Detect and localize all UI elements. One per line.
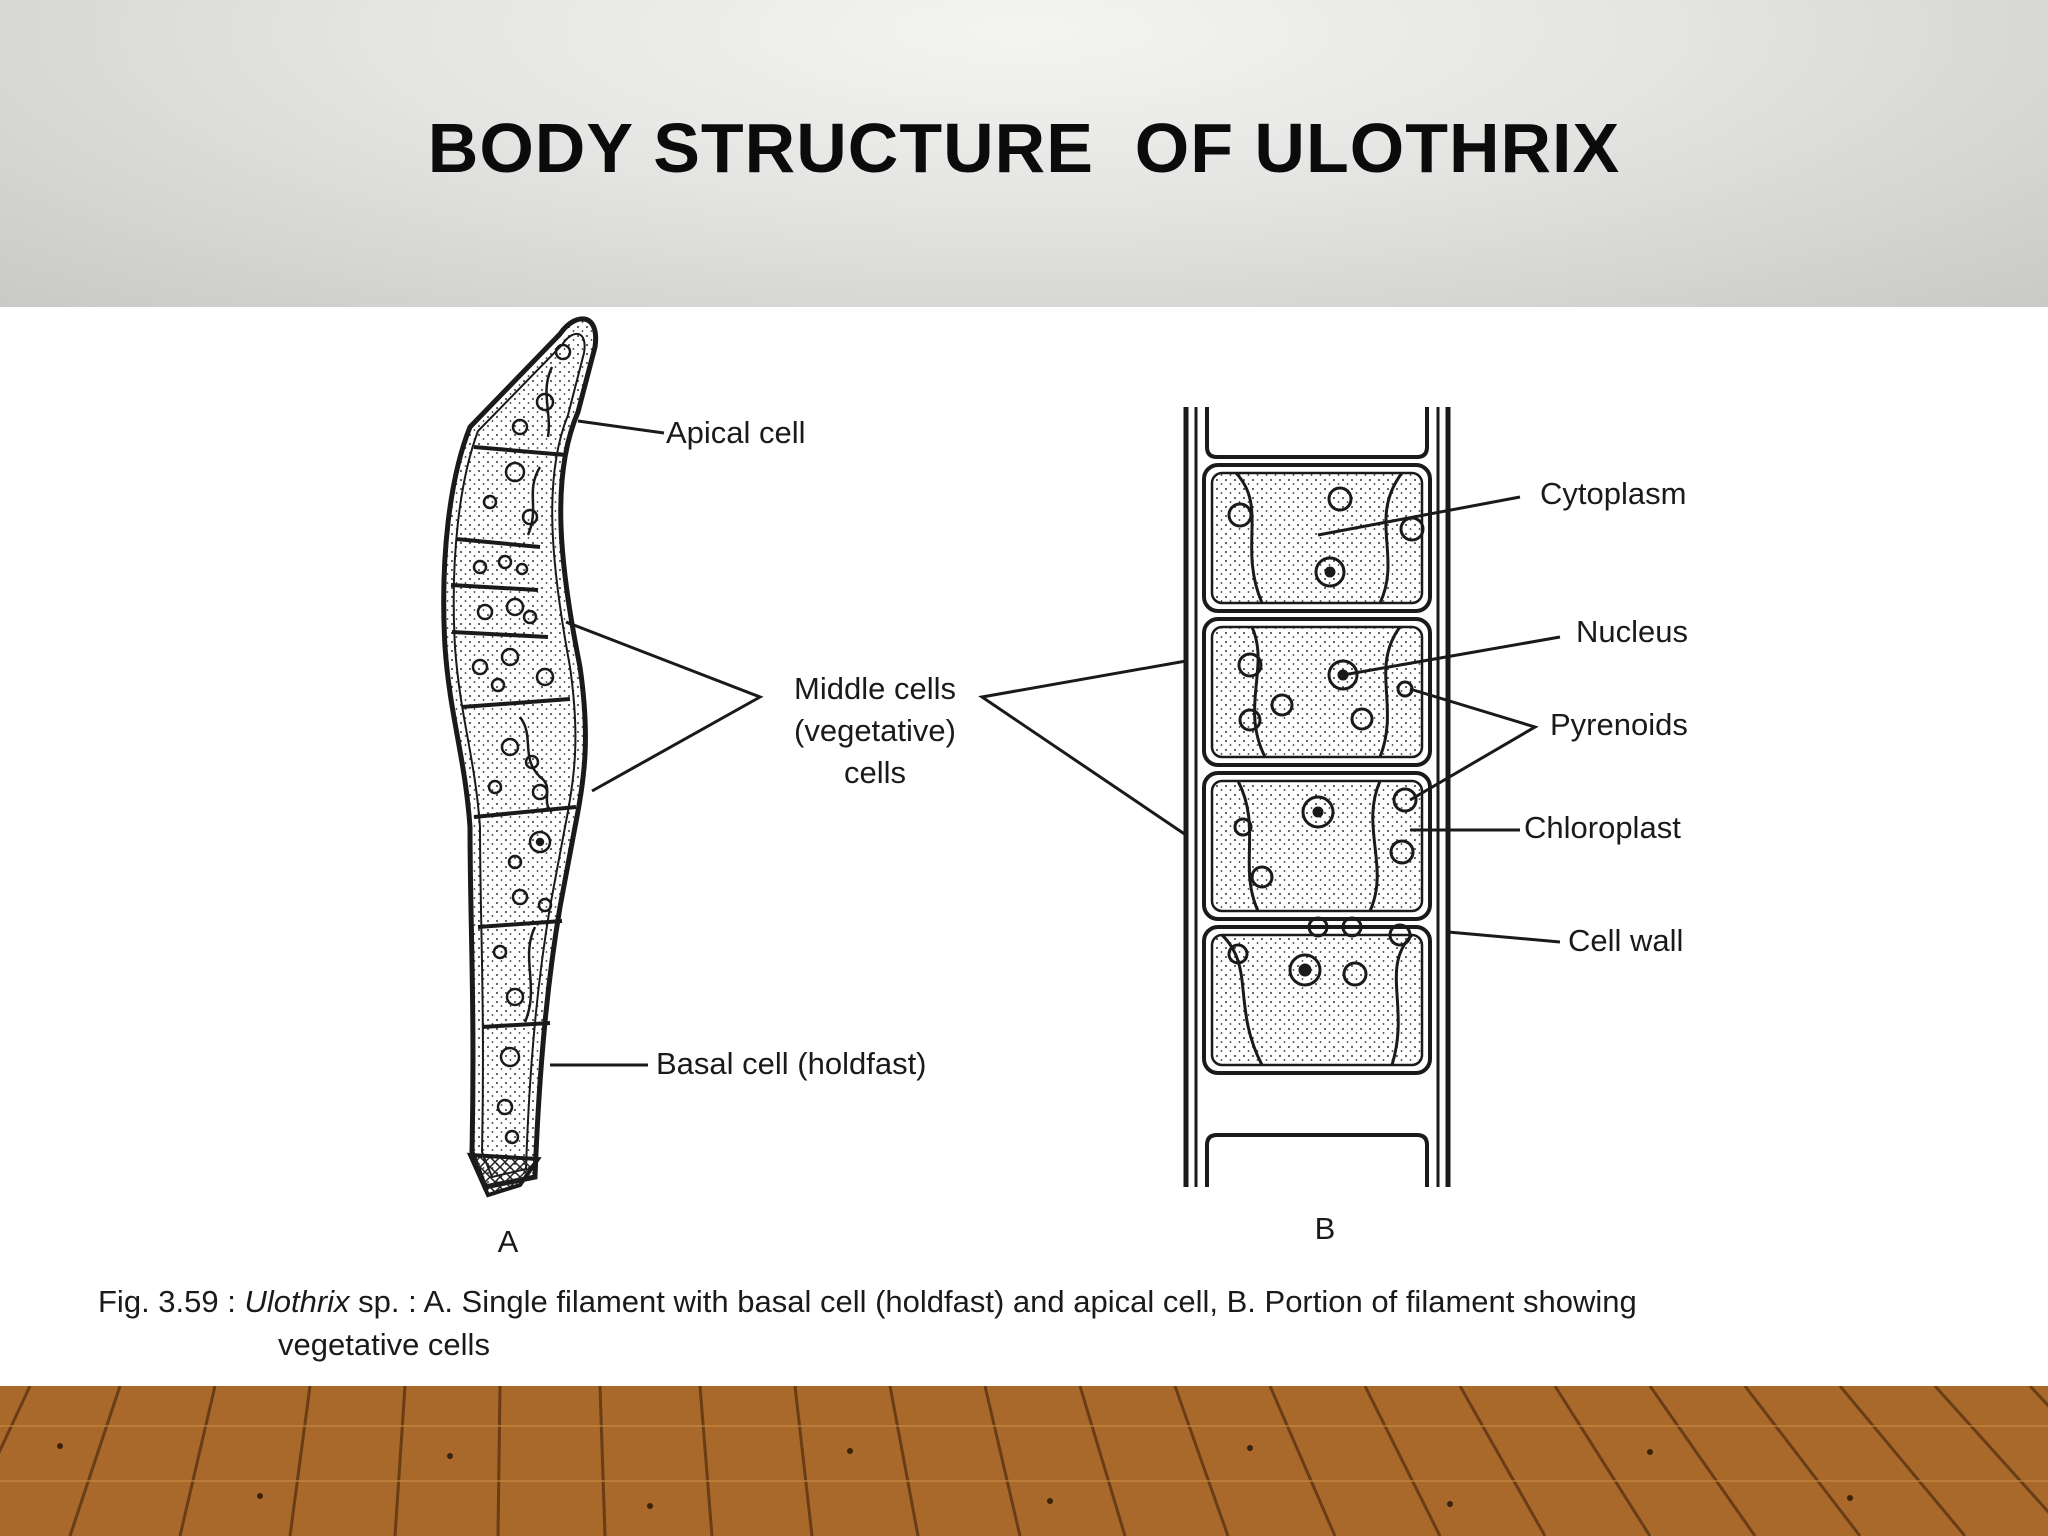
caption-line2: vegetative cells: [278, 1327, 490, 1362]
label-chloroplast: Chloroplast: [1524, 810, 1681, 845]
slide-title: BODY STRUCTURE OF ULOTHRIX: [427, 109, 1621, 187]
filament-b: [1183, 407, 1451, 1187]
panel-b-leader-lines: [978, 495, 1561, 944]
label-pyrenoids: Pyrenoids: [1550, 707, 1688, 742]
label-cell-wall: Cell wall: [1568, 923, 1683, 958]
vegetative-cell: [1202, 463, 1432, 613]
label-middle-cells-2: (vegetative): [794, 713, 956, 748]
figure-caption: Fig. 3.59 : Ulothrix sp. : A. Single fil…: [98, 1280, 1998, 1366]
panel-letter-b: B: [1315, 1211, 1336, 1246]
label-middle-cells-1: Middle cells: [794, 671, 956, 706]
label-basal-cell: Basal cell (holdfast): [656, 1046, 927, 1081]
label-cytoplasm: Cytoplasm: [1540, 476, 1686, 511]
caption-genus: Ulothrix: [244, 1284, 350, 1319]
wood-planks: [0, 1386, 2048, 1536]
cell-wall-line: [473, 445, 567, 457]
label-middle-cells-3: cells: [844, 755, 906, 790]
label-nucleus: Nucleus: [1576, 614, 1688, 649]
caption-line1: sp. : A. Single filament with basal cell…: [349, 1284, 1637, 1319]
label-apical-cell: Apical cell: [666, 415, 806, 450]
holdfast: [466, 1152, 542, 1198]
vegetative-cell: [1202, 617, 1432, 767]
slide-header: BODY STRUCTURE OF ULOTHRIX: [0, 0, 2048, 307]
panel-a-leader-lines: [550, 419, 764, 1067]
filament-a: [441, 316, 599, 1198]
panel-letter-a: A: [498, 1224, 519, 1259]
ulothrix-figure: Apical cell Middle cells (vegetative) ce…: [0, 307, 2048, 1387]
figure-drawing: Apical cell Middle cells (vegetative) ce…: [441, 316, 1688, 1259]
vegetative-cell: [1202, 771, 1432, 921]
caption-prefix: Fig. 3.59 :: [98, 1284, 245, 1319]
wood-floor-decoration: [0, 1386, 2048, 1536]
vegetative-cell: [1202, 916, 1432, 1075]
